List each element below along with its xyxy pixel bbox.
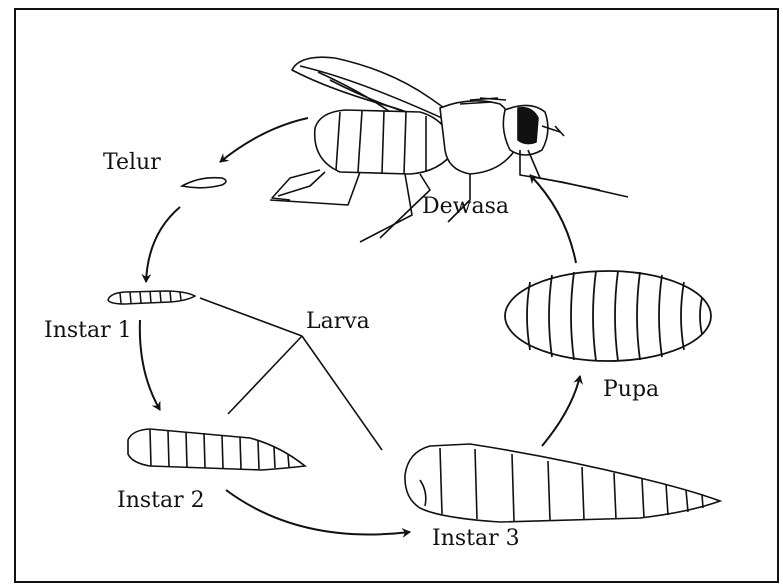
label-pupa: Pupa	[603, 379, 659, 401]
pupa-illustration	[505, 271, 711, 361]
label-dewasa: Dewasa	[422, 196, 509, 218]
arrow-adult-to-egg	[220, 118, 308, 162]
arrow-pupa-to-adult	[530, 175, 576, 263]
label-larva: Larva	[306, 311, 370, 333]
arrow-egg-to-instar1	[146, 207, 180, 282]
instar3-larva-illustration	[405, 444, 720, 522]
instar2-larva-illustration	[128, 429, 305, 470]
arrow-instar2-to-instar3	[226, 490, 410, 534]
label-instar2: Instar 2	[117, 490, 205, 512]
arrow-instar1-to-instar2	[140, 320, 160, 410]
label-telur: Telur	[103, 152, 161, 174]
label-instar3: Instar 3	[432, 528, 520, 550]
label-instar1: Instar 1	[44, 320, 132, 342]
instar1-larva-illustration	[108, 291, 195, 304]
arrow-instar3-to-pupa	[542, 376, 580, 446]
egg-illustration	[182, 178, 226, 188]
